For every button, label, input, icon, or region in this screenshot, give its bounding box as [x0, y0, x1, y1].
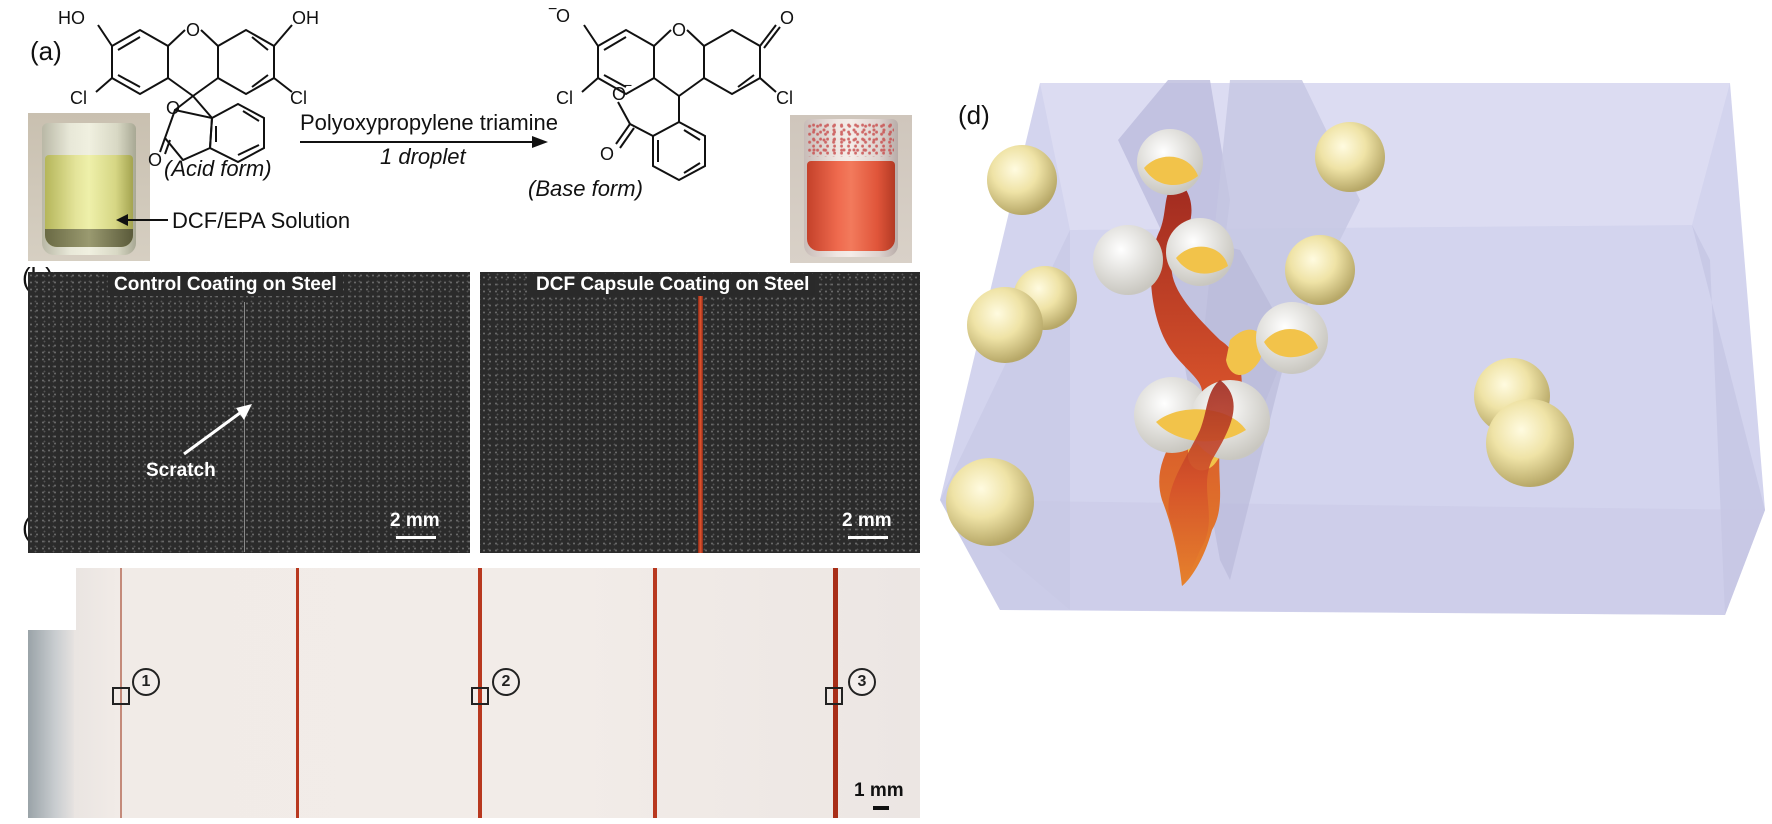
vial-bottom	[45, 229, 133, 247]
acid-o-lactone: O	[166, 98, 180, 118]
acid-form-structure	[95, 24, 293, 164]
ruptured-capsule	[1093, 225, 1163, 295]
marker-3: 3	[848, 668, 876, 696]
base-o-carboxylate-2: O	[600, 144, 614, 164]
capsule	[987, 145, 1057, 215]
panel-label-d: (d)	[958, 100, 990, 130]
capsule	[1285, 235, 1355, 305]
base-form-label: (Base form)	[528, 176, 643, 201]
acid-o-bridge: O	[186, 20, 200, 40]
control-coating-image: Scratch 2 mm	[28, 272, 470, 553]
capsule	[1315, 122, 1385, 192]
texture	[28, 272, 470, 553]
scale-label: 1 mm	[854, 780, 904, 801]
vial-label-arrowhead	[116, 214, 128, 226]
red-line-1	[120, 568, 122, 818]
base-solution	[807, 161, 895, 251]
right-panel-title: DCF Capsule Coating on Steel	[530, 274, 816, 296]
capsule	[967, 287, 1043, 363]
acid-o-carbonyl: O	[148, 150, 162, 170]
marker-square-1	[112, 687, 130, 705]
left-scale-bar	[396, 536, 436, 539]
right-scale-label: 2 mm	[842, 510, 892, 531]
base-minus-sign-2: −	[624, 77, 632, 93]
marker-1: 1	[132, 668, 160, 696]
base-form-structure	[581, 24, 781, 182]
yellow-healing	[1226, 329, 1263, 375]
capsule	[1486, 399, 1574, 487]
crack-block-illustration	[940, 80, 1765, 615]
reaction-reagent: Polyoxypropylene triamine	[300, 110, 558, 135]
red-line-3	[478, 568, 482, 818]
acid-form-label: (Acid form)	[164, 156, 272, 181]
reaction-arrowhead	[532, 136, 548, 148]
base-minus-sign: −	[548, 1, 557, 18]
base-o-minus: O	[556, 6, 570, 26]
capsule-core	[1144, 156, 1198, 186]
base-vial-photo	[790, 115, 912, 263]
right-scale-bar	[848, 536, 888, 539]
dcf-capsule-coating-image: 2 mm	[480, 272, 920, 553]
base-o-keto: O	[780, 8, 794, 28]
scratch-arrow	[183, 404, 252, 456]
faint-scratch	[244, 302, 245, 552]
reaction-scheme: HO OH O Cl Cl O O (Acid form) Polyoxypro…	[58, 1, 794, 233]
left-panel-title: Control Coating on Steel	[108, 274, 343, 296]
red-line-5	[833, 568, 838, 818]
base-o-bridge: O	[672, 20, 686, 40]
base-cl-right: Cl	[776, 88, 793, 108]
acid-ho-left: HO	[58, 8, 85, 28]
capsule-core	[1176, 246, 1228, 274]
base-cl-left: Cl	[556, 88, 573, 108]
capsule-core	[1264, 329, 1318, 358]
scale-bar	[873, 806, 889, 810]
left-scale-label: 2 mm	[390, 510, 440, 531]
acid-cl-left: Cl	[70, 88, 87, 108]
scratch-label: Scratch	[146, 460, 216, 481]
marker-2: 2	[492, 668, 520, 696]
coating-strip-image: 1 2 3 1 mm	[28, 568, 920, 818]
marker-square-3	[825, 687, 843, 705]
acid-oh-right: OH	[292, 8, 319, 28]
label-background	[28, 568, 76, 630]
red-line-4	[653, 568, 657, 818]
marker-square-2	[471, 687, 489, 705]
acid-cl-right: Cl	[290, 88, 307, 108]
base-speckles	[808, 123, 894, 157]
reaction-condition: 1 droplet	[380, 144, 467, 169]
red-scratch-line	[698, 292, 703, 553]
capsule	[946, 458, 1034, 546]
vial-label: DCF/EPA Solution	[172, 208, 350, 233]
panel-label-a: (a)	[30, 36, 62, 66]
healing-agent-front	[1168, 380, 1234, 586]
acid-vial-photo	[28, 113, 150, 261]
red-line-2	[296, 568, 299, 818]
base-o-carboxylate-1: O	[612, 84, 626, 104]
